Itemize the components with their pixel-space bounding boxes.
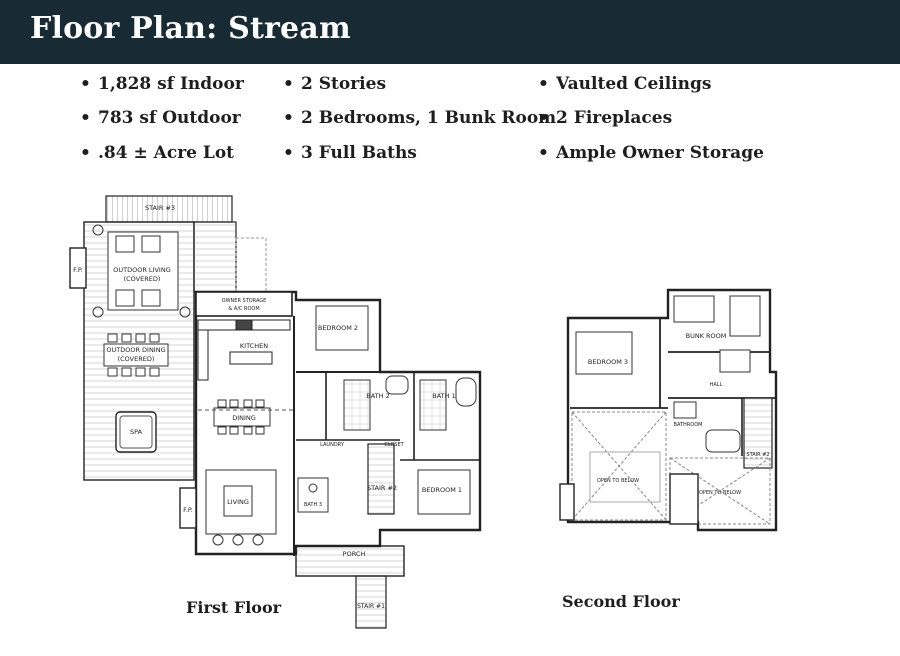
stair-3 — [105, 195, 233, 223]
label-outdoor-dining: OUTDOOR DINING — [106, 346, 165, 354]
second-floor-plan — [559, 288, 778, 532]
label-bath-1: BATH 1 — [432, 392, 455, 400]
label-kitchen: KITCHEN — [240, 342, 268, 350]
header-bar: Floor Plan: Stream — [0, 0, 900, 64]
label-bedroom-2: BEDROOM 2 — [318, 324, 358, 332]
label-outdoor-dining-covered: (COVERED) — [118, 355, 155, 363]
fireplace-living — [179, 487, 197, 529]
label-living: LIVING — [227, 498, 249, 506]
label-laundry: LAUNDRY — [320, 442, 345, 448]
label-bedroom-3: BEDROOM 3 — [588, 358, 628, 366]
feature-item: •2 Bedrooms, 1 Bunk Room — [283, 108, 557, 128]
label-porch: PORCH — [343, 550, 366, 558]
first-floor-caption: First Floor — [186, 598, 282, 617]
label-bedroom-1: BEDROOM 1 — [422, 486, 462, 494]
feature-item: •3 Full Baths — [283, 143, 417, 163]
feature-item: •Vaulted Ceilings — [538, 74, 712, 94]
label-closet: CLOSET — [384, 442, 404, 448]
page-title: Floor Plan: Stream — [30, 11, 351, 46]
label-bath-3: BATH 3 — [304, 502, 322, 508]
label-hall: HALL — [710, 382, 723, 388]
stair-2 — [367, 443, 395, 515]
label-owner-storage: OWNER STORAGE — [222, 298, 267, 304]
label-bathroom: BATHROOM — [674, 422, 703, 428]
first-floor-plan — [69, 195, 482, 629]
fireplace-outdoor — [69, 247, 87, 289]
feature-item: •2 Fireplaces — [538, 108, 673, 128]
second-floor-caption: Second Floor — [562, 592, 680, 611]
stair-1 — [355, 575, 387, 629]
label-stair-2-upper: STAIR #2 — [746, 452, 769, 458]
feature-item: •.84 ± Acre Lot — [80, 143, 235, 163]
feature-item: •1,828 sf Indoor — [80, 74, 244, 94]
porch — [295, 545, 405, 577]
label-stair-1: STAIR #1 — [357, 603, 385, 610]
label-stair-3: STAIR #3 — [145, 204, 175, 212]
label-fireplace-1: F.P. — [73, 266, 83, 274]
label-spa: SPA — [130, 428, 143, 436]
label-bunk-room: BUNK ROOM — [686, 332, 727, 340]
label-open-below-1: OPEN TO BELOW — [597, 478, 639, 484]
stair-2-upper — [743, 397, 773, 469]
label-fireplace-2: F.P. — [183, 506, 193, 514]
spa — [115, 411, 157, 453]
label-ac-room: & A/C ROOM — [228, 306, 259, 312]
feature-item: •2 Stories — [283, 74, 387, 94]
label-bath-2: BATH 2 — [366, 392, 389, 400]
label-dining: DINING — [232, 414, 256, 422]
label-outdoor-living-covered: (COVERED) — [124, 275, 161, 283]
label-outdoor-living: OUTDOOR LIVING — [113, 266, 170, 274]
feature-item: •783 sf Outdoor — [80, 108, 241, 128]
label-open-below-2: OPEN TO BELOW — [699, 490, 741, 496]
feature-item: •Ample Owner Storage — [538, 143, 764, 163]
label-stair-2: STAIR #2 — [367, 484, 397, 492]
fireplace-upper — [559, 483, 575, 521]
